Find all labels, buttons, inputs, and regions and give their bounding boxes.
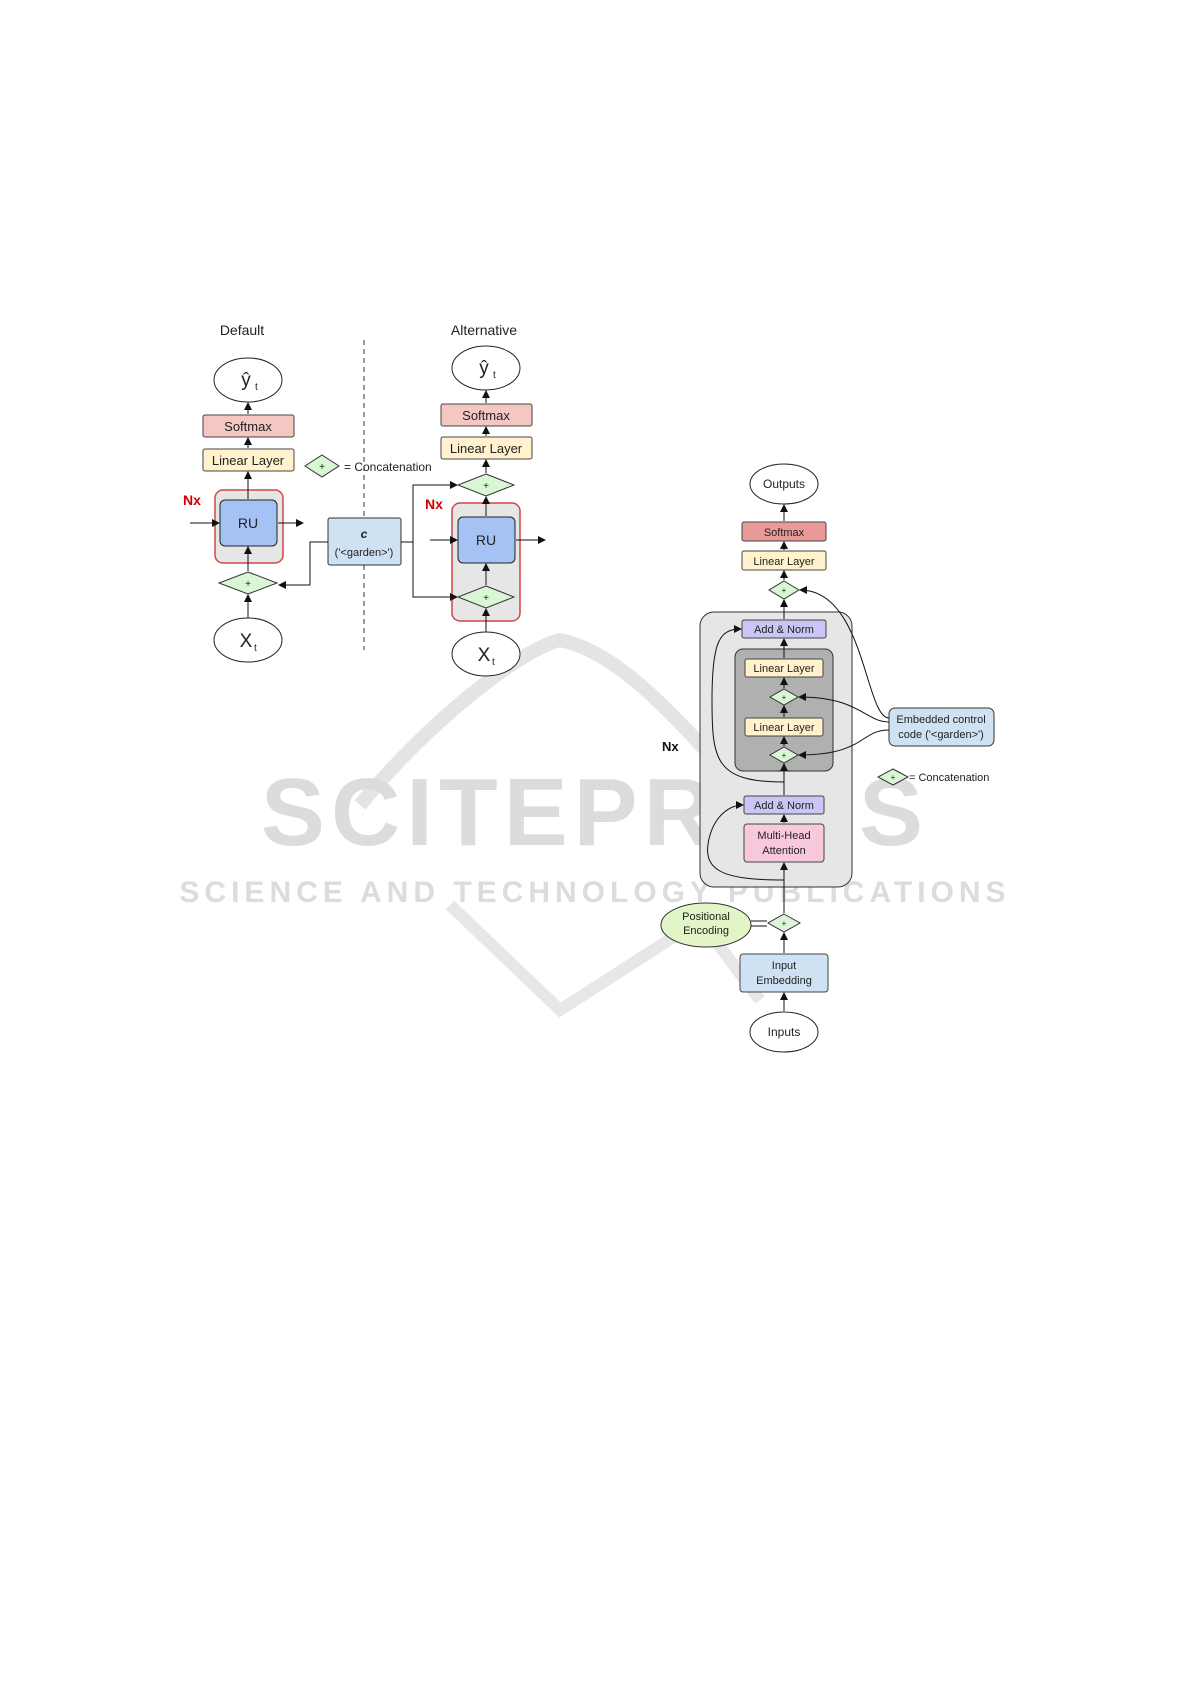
control-code-value: ('<garden>'): [335, 547, 394, 559]
alt-ru-label: RU: [476, 532, 496, 548]
default-ru-label: RU: [238, 515, 258, 531]
right-top-linear-label: Linear Layer: [753, 556, 814, 568]
default-input-symbol: X: [240, 631, 253, 652]
control-to-alt-top-arrow: [401, 481, 458, 543]
embedded-control-line1: Embedded control: [896, 714, 985, 726]
control-to-ffconcat-lower: [798, 729, 890, 759]
alt-linear-label: Linear Layer: [450, 441, 523, 456]
alt-softmax-label: Softmax: [462, 408, 510, 423]
positional-line2: Encoding: [683, 925, 729, 937]
legend-concat-plus: +: [319, 462, 325, 473]
positional-encoding-node: [660, 902, 752, 948]
control-to-default-arrow: [278, 541, 328, 589]
left-figure: Default Alternative Nx RU Linear Layer S…: [183, 322, 546, 677]
input-concat-plus: +: [782, 919, 787, 928]
alt-input-symbol: X: [478, 645, 491, 666]
control-to-topconcat: [799, 586, 890, 719]
default-output-subscript: t: [255, 382, 258, 393]
default-linear-label: Linear Layer: [212, 453, 285, 468]
default-title: Default: [220, 322, 264, 338]
default-concat-plus: +: [245, 579, 251, 590]
add-norm-lower-label: Add & Norm: [754, 800, 814, 812]
embedded-control-box: [888, 707, 995, 747]
residual-ff-arrow: [711, 625, 785, 783]
right-legend-text: = Concatenation: [909, 772, 989, 784]
control-to-alt-inner-arrow: [412, 542, 458, 601]
inputs-label: Inputs: [768, 1025, 801, 1039]
embedded-control-line2: code ('<garden>'): [898, 729, 984, 741]
default-softmax-label: Softmax: [224, 419, 272, 434]
control-code-symbol: c: [361, 527, 368, 541]
ff-concat-upper-plus: +: [782, 693, 787, 702]
right-legend-plus: +: [891, 773, 896, 782]
right-top-concat-plus: +: [782, 586, 787, 595]
alt-output-symbol: ŷ: [479, 358, 489, 379]
watermark: SCITEPRESS SCIENCE AND TECHNOLOGY PUBLIC…: [179, 632, 1010, 1018]
default-input-subscript: t: [254, 643, 257, 654]
alt-top-concat-plus: +: [483, 481, 489, 492]
alt-inner-concat-plus: +: [483, 593, 489, 604]
input-embedding-line2: Embedding: [756, 975, 812, 987]
default-output-symbol: ŷ: [241, 370, 251, 391]
ff-linear-lower-label: Linear Layer: [753, 722, 814, 734]
right-legend-diamond: [876, 768, 910, 786]
legend-concat-diamond: [304, 454, 340, 478]
encoder-nx-label: Nx: [662, 739, 679, 754]
control-to-ffconcat-upper: [798, 693, 890, 723]
alt-input-subscript: t: [492, 657, 495, 668]
ff-concat-lower-plus: +: [782, 751, 787, 760]
alternative-title: Alternative: [451, 322, 517, 338]
alt-nx-label: Nx: [425, 496, 443, 512]
default-nx-label: Nx: [183, 492, 201, 508]
inputs-node: [749, 1011, 819, 1053]
watermark-tagline: SCIENCE AND TECHNOLOGY PUBLICATIONS: [179, 876, 1010, 909]
legend-concat-text: = Concatenation: [344, 460, 432, 474]
alt-output-subscript: t: [493, 370, 496, 381]
residual-attention-arrow: [707, 801, 785, 881]
add-norm-upper-label: Add & Norm: [754, 624, 814, 636]
right-figure: Nx Outputs Softmax Linear Layer + Add & …: [660, 463, 995, 1053]
positional-line1: Positional: [682, 911, 730, 923]
input-embedding-line1: Input: [772, 960, 796, 972]
multi-head-line2: Attention: [762, 845, 805, 857]
right-softmax-label: Softmax: [764, 527, 805, 539]
outputs-label: Outputs: [763, 477, 805, 491]
multi-head-line1: Multi-Head: [757, 830, 810, 842]
ff-linear-upper-label: Linear Layer: [753, 663, 814, 675]
